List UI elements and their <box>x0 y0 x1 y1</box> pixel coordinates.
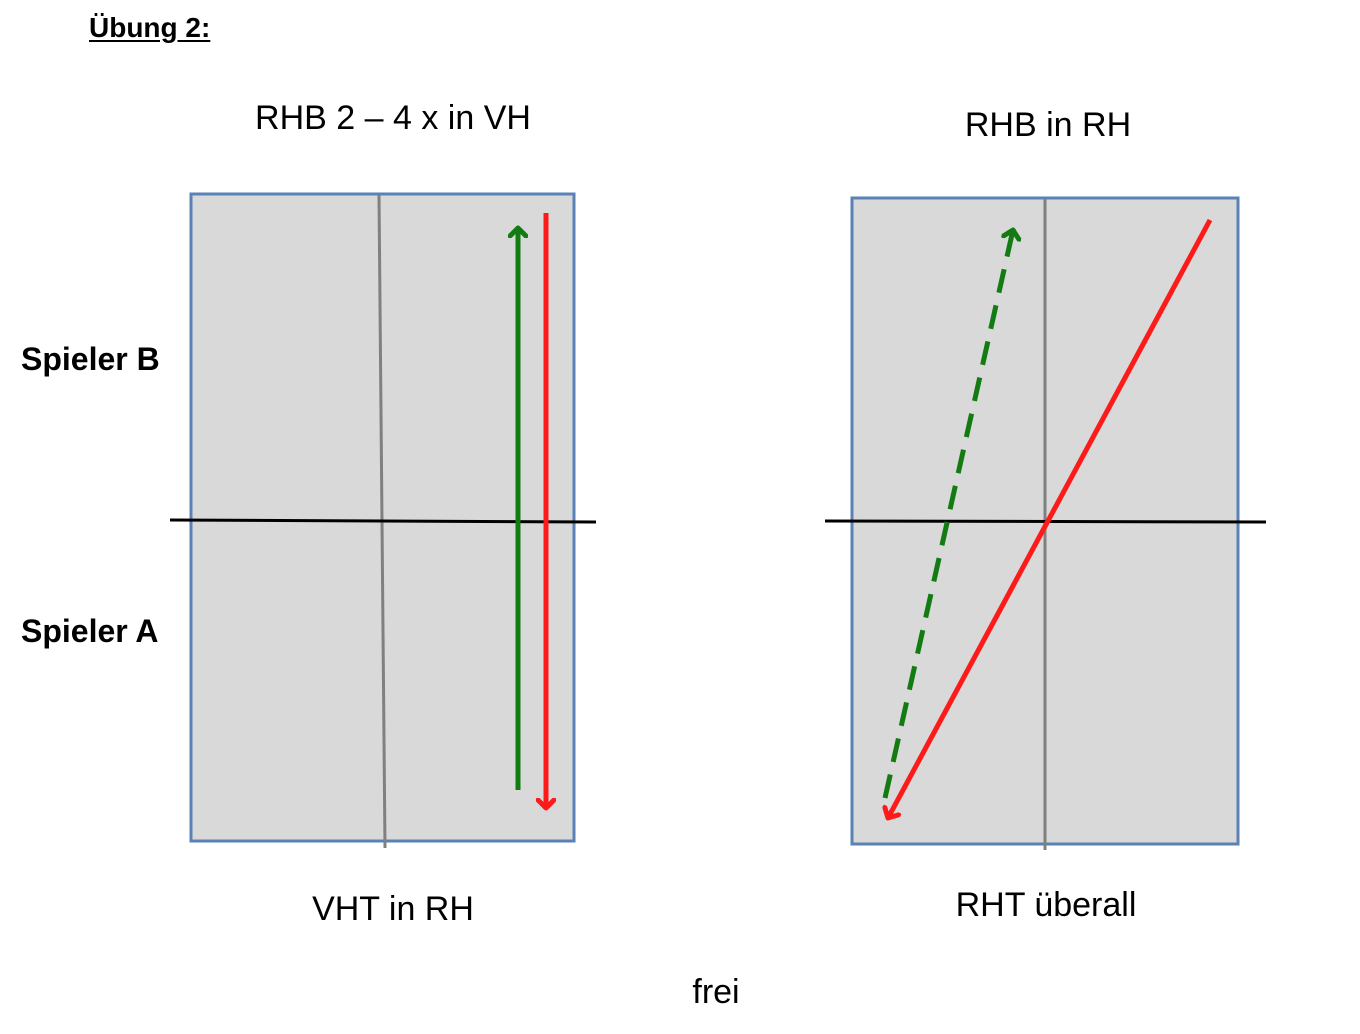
player-a-label: Spieler A <box>21 613 159 649</box>
left-court <box>169 192 597 849</box>
footer-label: frei <box>692 973 740 1011</box>
right-court-bottom-label: RHT überall <box>955 886 1137 924</box>
right-court-red-arrow <box>888 218 1213 818</box>
left-court-top-label: RHB 2 – 4 x in VH <box>255 99 531 137</box>
left-court-net-line <box>169 518 597 524</box>
left-court-bottom-label: VHT in RH <box>312 890 474 928</box>
right-court <box>824 196 1267 850</box>
player-b-label: Spieler B <box>21 341 160 377</box>
right-court-top-label: RHB in RH <box>964 106 1132 144</box>
right-court-green-dashed-arrow <box>882 230 1013 799</box>
exercise-heading: Übung 2: <box>89 12 211 43</box>
